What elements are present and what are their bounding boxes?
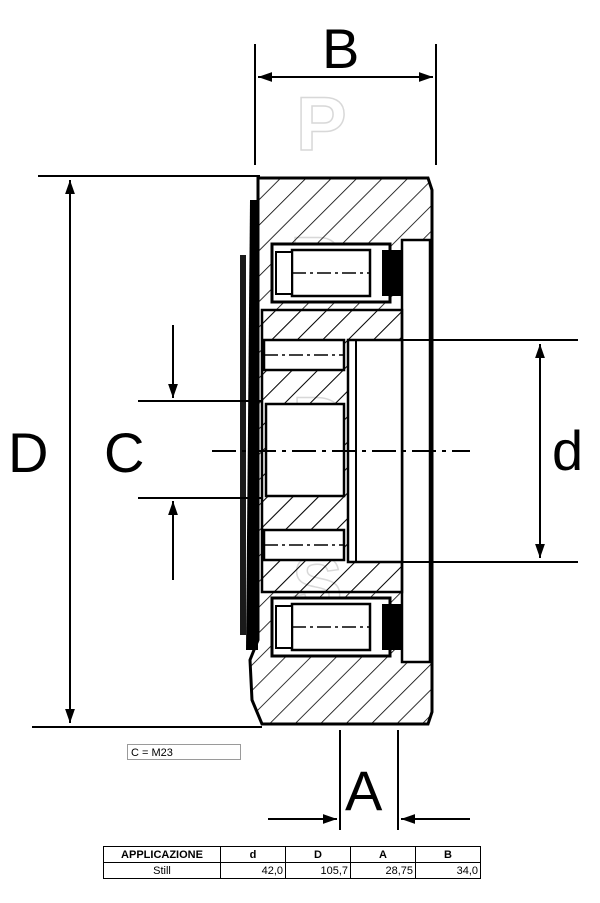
svg-text:P: P — [296, 82, 347, 167]
dim-label-A: A — [345, 759, 383, 822]
col-header-A: A — [350, 846, 416, 863]
table-header-row: APPLICAZIONE d D A B — [103, 846, 481, 863]
cell-applicazione: Still — [103, 862, 221, 879]
cell-D: 105,7 — [285, 862, 351, 879]
cell-B: 34,0 — [415, 862, 481, 879]
thread-note: C = M23 — [127, 744, 241, 760]
dimension-lines — [65, 72, 545, 824]
col-header-d: d — [220, 846, 286, 863]
dim-label-B: B — [322, 17, 359, 80]
dim-label-D: D — [8, 421, 48, 484]
col-header-B: B — [415, 846, 481, 863]
col-header-applicazione: APPLICAZIONE — [103, 846, 221, 863]
lower-seal — [382, 604, 402, 650]
col-header-D: D — [285, 846, 351, 863]
cell-A: 28,75 — [350, 862, 416, 879]
left-face-line — [240, 255, 246, 635]
table-row: Still 42,0 105,7 28,75 34,0 — [103, 862, 481, 879]
dim-label-d: d — [552, 419, 583, 482]
upper-seal — [382, 250, 402, 296]
cell-d: 42,0 — [220, 862, 286, 879]
left-face — [246, 200, 258, 650]
spec-table: APPLICAZIONE d D A B Still 42,0 105,7 28… — [103, 846, 481, 879]
dim-label-C: C — [104, 421, 144, 484]
extension-lines — [32, 44, 578, 830]
